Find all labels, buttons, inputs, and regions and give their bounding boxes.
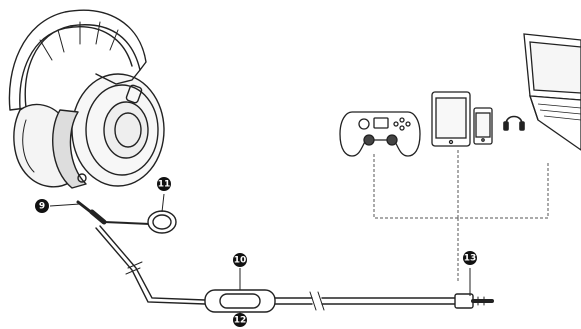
game-controller-icon (339, 111, 421, 157)
callout-circle (35, 199, 49, 213)
callout-number: 10 (234, 256, 247, 266)
boom-microphone (76, 200, 177, 234)
callout-markers: 9 11 10 12 13 (35, 177, 477, 327)
callout-number: 12 (234, 316, 247, 326)
callout-number: 9 (39, 202, 45, 212)
phone-icon (473, 107, 493, 145)
tablet-icon (431, 91, 471, 147)
callout-mic: 11 (157, 177, 171, 191)
connection-lines (373, 150, 549, 282)
callout-main-plug: 13 (463, 251, 477, 265)
callout-number: 11 (158, 180, 171, 190)
callout-circle (233, 253, 247, 267)
callout-leaders (49, 193, 471, 314)
callout-circle (157, 177, 171, 191)
callout-control-top: 10 (233, 253, 247, 267)
callout-mic-jack: 9 (35, 199, 49, 213)
callout-number: 13 (464, 254, 477, 264)
callout-circle (233, 313, 247, 327)
callout-control-bottom: 12 (233, 313, 247, 327)
headset-illustration (8, 9, 165, 189)
callout-circle (463, 251, 477, 265)
headset-cable (95, 225, 494, 313)
laptop-icon (523, 33, 581, 151)
headphones-icon (503, 115, 525, 131)
